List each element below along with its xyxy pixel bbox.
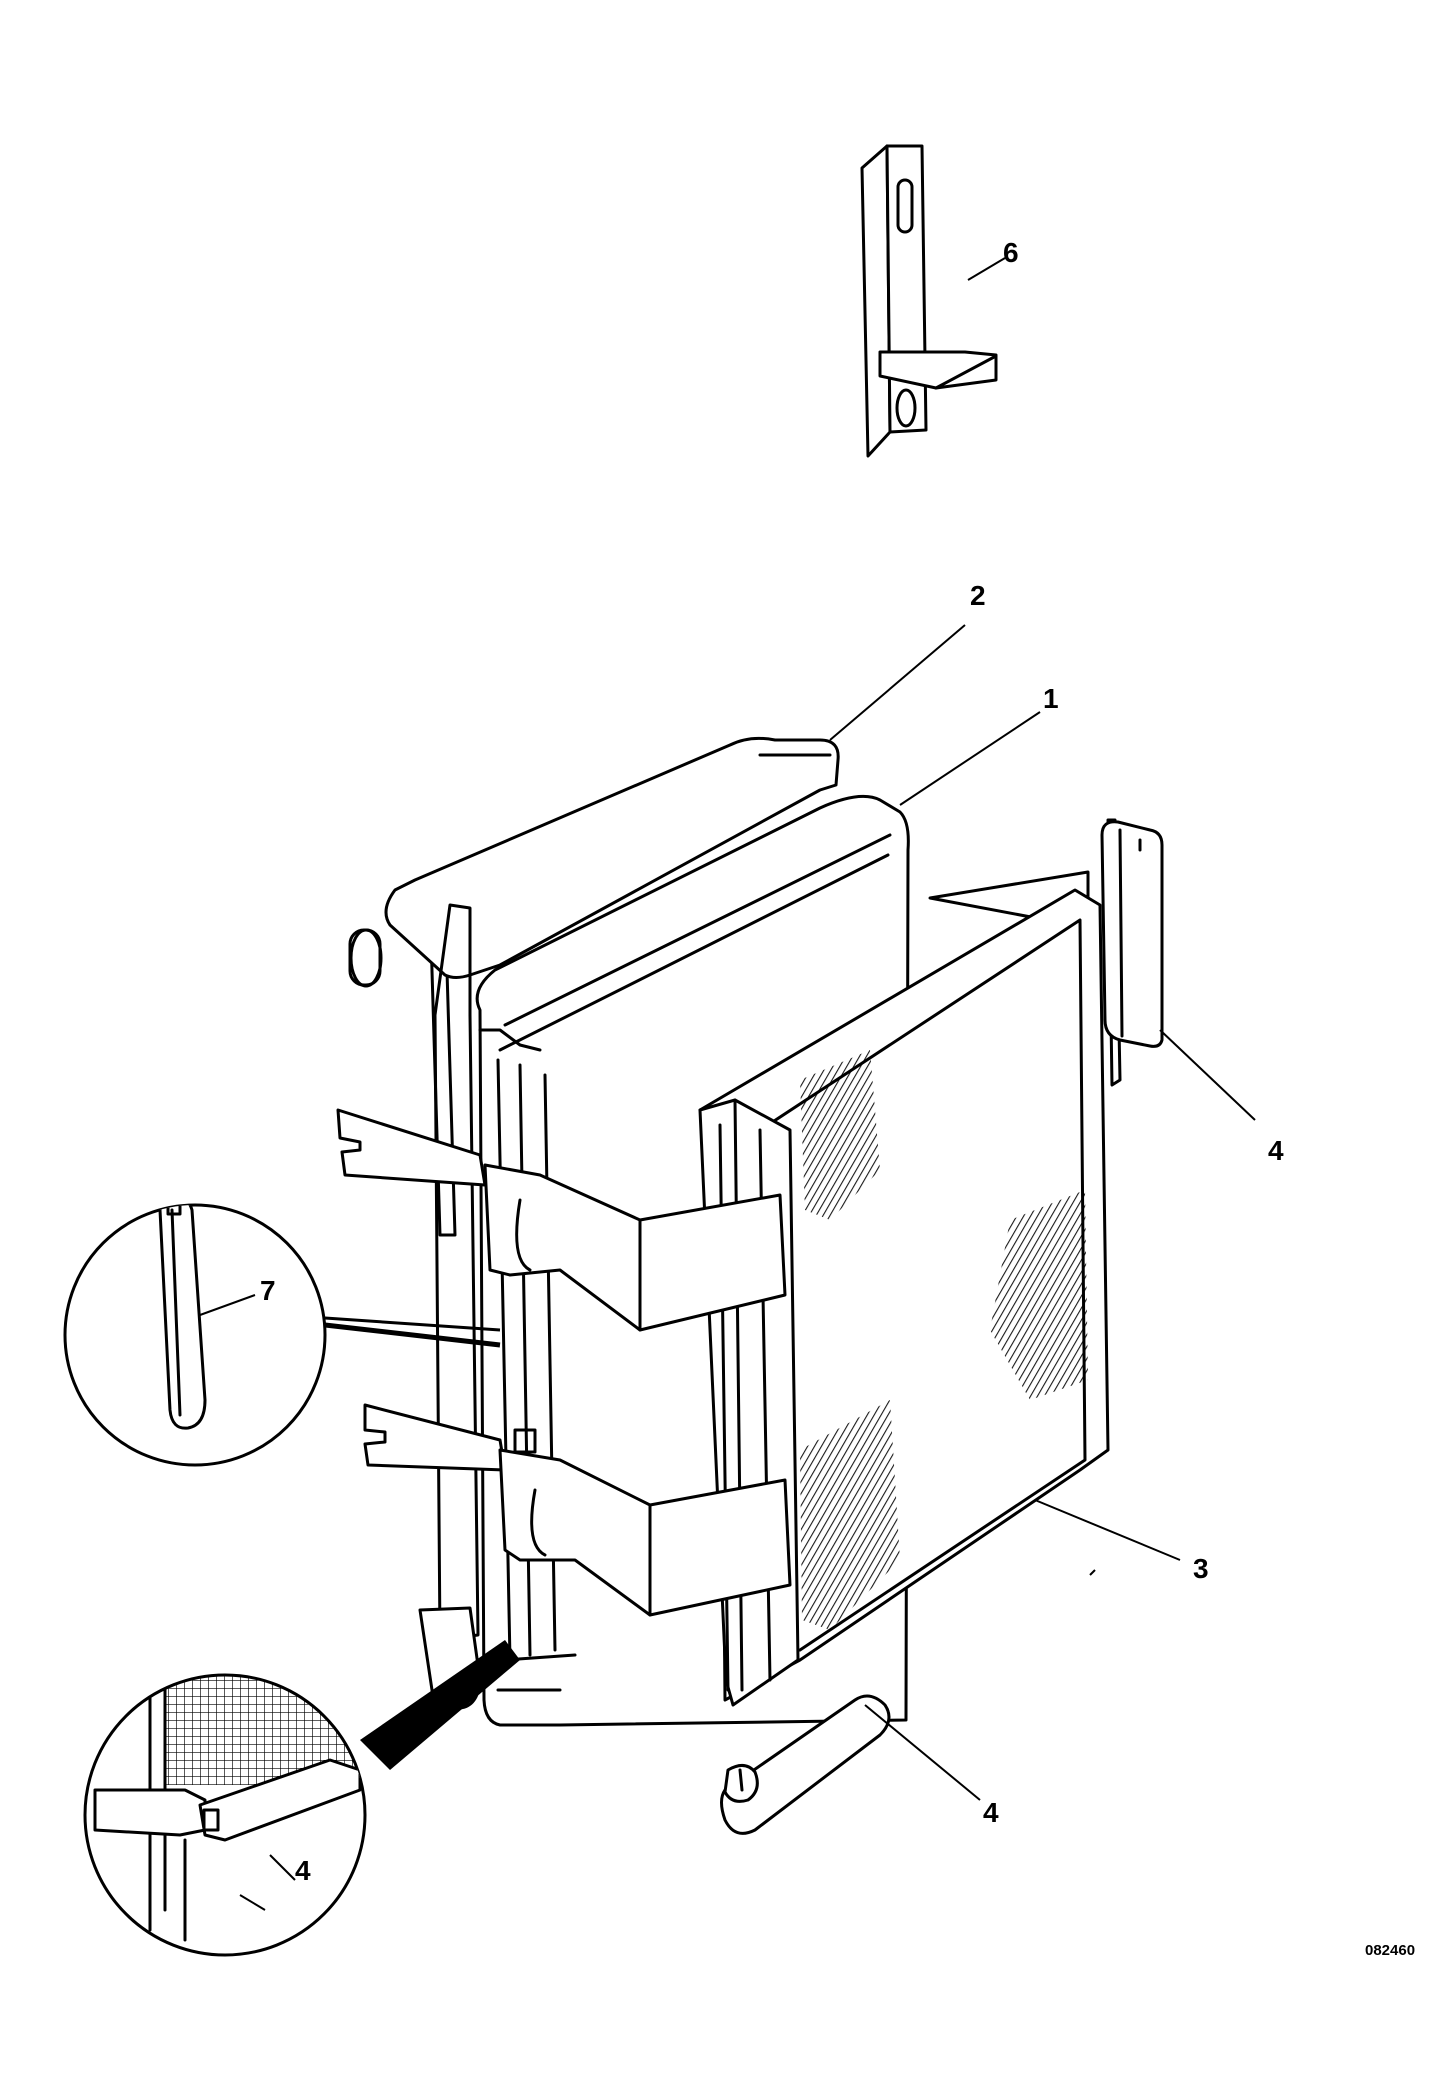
callout-4-detail: 4 xyxy=(295,1855,311,1886)
callout-4-lower: 4 xyxy=(983,1797,999,1828)
drawing-reference-code: 082460 xyxy=(1365,1942,1415,1959)
callout-6: 6 xyxy=(1003,237,1019,268)
detail-view-seal-part-7 xyxy=(63,1203,501,1467)
seal-strip-upper-part-4 xyxy=(1100,820,1164,1048)
seal-strip-lower-part-4 xyxy=(720,1694,891,1835)
callout-3: 3 xyxy=(1193,1553,1209,1584)
callout-4-upper: 4 xyxy=(1268,1135,1284,1166)
mounting-clip-upper xyxy=(336,1108,787,1332)
mounting-bracket-part-6 xyxy=(860,144,998,458)
detail-view-seal-part-4 xyxy=(83,1640,520,1957)
callout-1: 1 xyxy=(1043,683,1059,714)
mounting-clip-lower xyxy=(363,1403,792,1617)
callout-7: 7 xyxy=(260,1275,276,1306)
callout-2: 2 xyxy=(970,580,986,611)
leader-lines xyxy=(199,257,1256,1911)
